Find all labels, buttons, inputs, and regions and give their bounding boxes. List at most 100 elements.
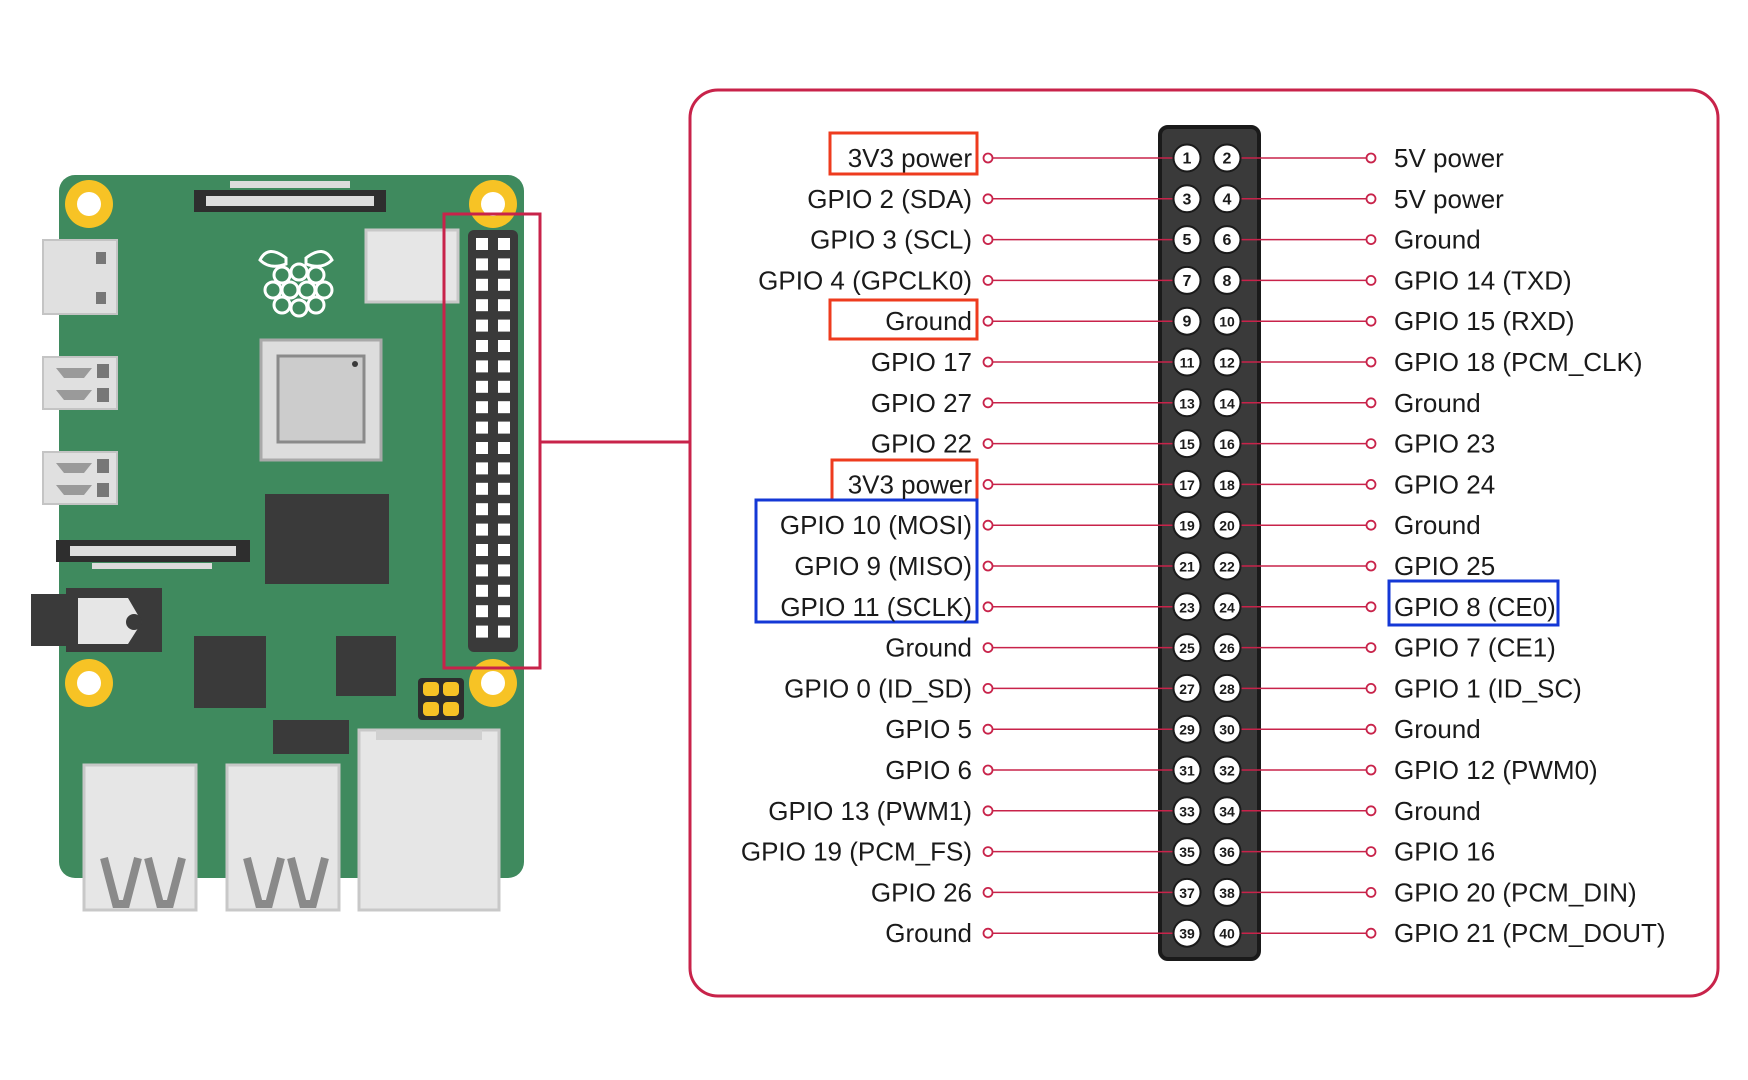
pin-8-circle — [1212, 265, 1242, 295]
pin-13-label: GPIO 27 — [871, 388, 972, 418]
pin-16-label: GPIO 23 — [1394, 429, 1495, 459]
pin-40-label: GPIO 21 (PCM_DOUT) — [1394, 918, 1666, 948]
pin-lead-end-right — [1365, 234, 1377, 246]
pin-31-number: 31 — [1179, 763, 1195, 779]
board-pin — [476, 625, 488, 638]
board-pin — [498, 299, 510, 312]
pin-6-label: Ground — [1394, 225, 1481, 255]
board-pin — [476, 503, 488, 516]
pin-25-circle — [1172, 633, 1202, 663]
pin-34-label: Ground — [1394, 796, 1481, 826]
raspberry-logo — [258, 250, 334, 318]
board-pin — [476, 544, 488, 556]
pin-11-circle — [1172, 347, 1202, 377]
board-pin — [498, 360, 510, 373]
pin-26-number: 26 — [1219, 640, 1235, 656]
pin-8-number: 8 — [1223, 273, 1232, 290]
pin-21-label: GPIO 9 (MISO) — [794, 551, 972, 581]
board-pin — [498, 564, 510, 577]
pin-17-label: 3V3 power — [848, 469, 973, 499]
pin-5-circle — [1172, 225, 1202, 255]
pin-lead-end-left — [982, 438, 994, 450]
pin-10-number: 10 — [1219, 314, 1235, 330]
pin-39-number: 39 — [1179, 926, 1195, 942]
pin-29-label: GPIO 5 — [885, 714, 972, 744]
pin-lead-end-right — [1365, 438, 1377, 450]
pin-19-circle — [1172, 510, 1202, 540]
micro-hdmi-port-1 — [42, 451, 118, 505]
soc-chip — [259, 338, 383, 462]
highlight-pin-9 — [828, 298, 979, 341]
pin-lead-end-left — [982, 927, 994, 939]
pin-17-circle — [1172, 469, 1202, 499]
board-pin — [498, 584, 510, 597]
pin-3-number: 3 — [1183, 191, 1192, 208]
pin-lead-end-right — [1365, 887, 1377, 898]
pin-30-circle — [1212, 714, 1242, 744]
board-pin — [476, 319, 488, 332]
pin-1-number: 1 — [1183, 151, 1192, 168]
pin-22-number: 22 — [1219, 559, 1235, 575]
pin-lead-end-left — [982, 193, 994, 205]
pin-37-number: 37 — [1179, 885, 1195, 901]
board-pin — [476, 605, 488, 618]
pin-29-number: 29 — [1179, 722, 1195, 738]
pin-37-circle — [1172, 877, 1202, 907]
board-pin — [498, 319, 510, 332]
board-pin — [498, 238, 510, 250]
pin-35-number: 35 — [1179, 844, 1195, 860]
pin-lead-end-left — [982, 234, 994, 246]
pin-27-circle — [1172, 673, 1202, 703]
pin-20-number: 20 — [1219, 518, 1235, 534]
pin-21-number: 21 — [1179, 559, 1195, 575]
highlight-boxes — [754, 131, 1560, 627]
pin-lead-end-right — [1365, 642, 1377, 653]
board-pin — [476, 523, 488, 536]
pin-16-number: 16 — [1219, 436, 1235, 452]
pin-lead-end-right — [1365, 846, 1377, 857]
usb-port-1 — [82, 763, 198, 912]
pin-30-label: Ground — [1394, 714, 1481, 744]
highlight-pin-24 — [1387, 579, 1560, 627]
pin-lead-end-right — [1365, 805, 1377, 817]
pin-19-label: GPIO 10 (MOSI) — [780, 510, 972, 540]
pin-19-number: 19 — [1179, 518, 1195, 534]
pin-10-label: GPIO 15 (RXD) — [1394, 306, 1575, 336]
pin-9-circle — [1172, 306, 1202, 336]
small-chip — [273, 720, 349, 754]
mount-hole-bottom-left — [65, 659, 113, 707]
pin-lead-end-left — [982, 764, 994, 776]
micro-hdmi-port-0 — [42, 356, 118, 410]
display-connector — [194, 181, 386, 212]
raspberry-pi-board — [31, 175, 542, 912]
board-pin — [476, 421, 488, 434]
pin-32-label: GPIO 12 (PWM0) — [1394, 755, 1598, 785]
pin-lead-end-right — [1365, 560, 1377, 572]
pinout-callout-frame — [688, 88, 1720, 998]
pin-lead-end-right — [1365, 519, 1377, 531]
board-pin — [498, 482, 510, 495]
pin-32-circle — [1212, 755, 1242, 785]
pin-2-label: 5V power — [1394, 143, 1504, 173]
pin-lead-end-right — [1365, 193, 1377, 205]
pin-33-number: 33 — [1179, 803, 1195, 819]
ethernet-port — [357, 728, 501, 912]
pin-25-label: Ground — [885, 633, 972, 663]
pin-25-number: 25 — [1179, 640, 1195, 656]
pin-lead-end-left — [982, 152, 994, 164]
pin-18-circle — [1212, 469, 1242, 499]
board-pin — [498, 401, 510, 414]
board-gpio-pin-grid — [476, 238, 510, 638]
pin-8-label: GPIO 14 (TXD) — [1394, 265, 1572, 295]
